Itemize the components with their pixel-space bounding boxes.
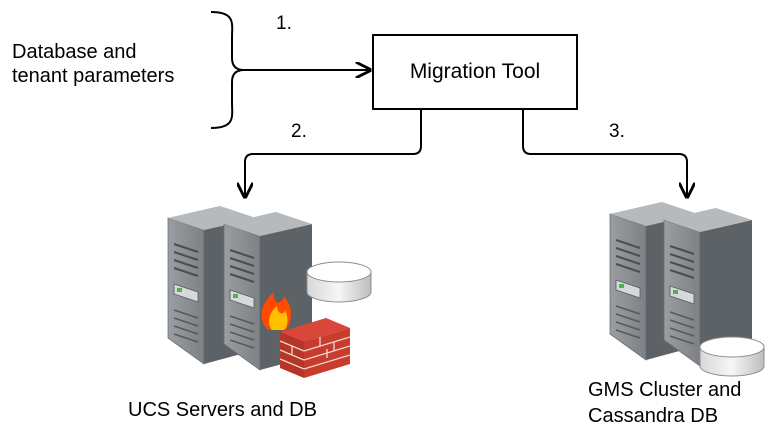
- gms-database-icon: [699, 336, 765, 377]
- step-2-label: 2.: [291, 121, 307, 142]
- migration-tool-label: Migration Tool: [409, 60, 541, 83]
- gms-label-line-2: Cassandra DB: [588, 405, 719, 427]
- firewall-icon: [261, 292, 351, 378]
- step-1-label: 1.: [276, 13, 292, 34]
- step-3-label: 3.: [609, 121, 625, 142]
- arrow-step-3: [522, 110, 687, 197]
- arrow-step-2: [245, 110, 422, 197]
- gms-cluster-label: GMS Cluster and Cassandra DB: [588, 377, 741, 429]
- input-label-line-2: tenant parameters: [12, 65, 175, 87]
- migration-tool-node: Migration Tool: [372, 34, 578, 110]
- ucs-servers-label: UCS Servers and DB: [128, 399, 317, 421]
- input-brace: [210, 11, 245, 129]
- gms-label-line-1: GMS Cluster and: [588, 379, 742, 401]
- input-label-line-1: Database and: [12, 41, 137, 63]
- ucs-database-icon: [306, 261, 372, 303]
- input-parameters-label: Database and tenant parameters: [12, 40, 174, 88]
